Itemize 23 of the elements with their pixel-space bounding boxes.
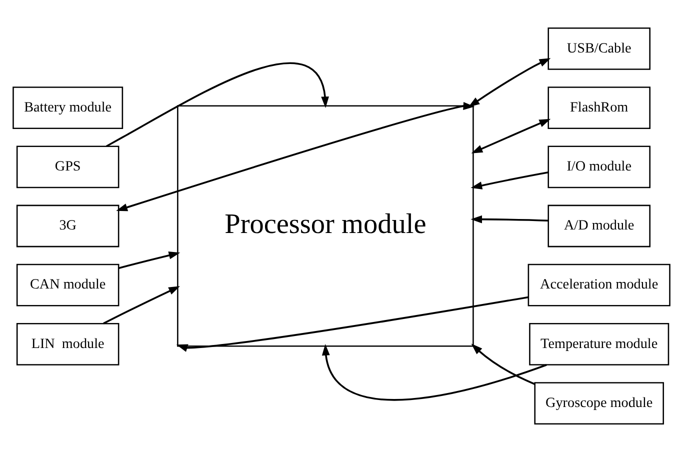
node-box: GPS [16, 146, 120, 188]
arrow [468, 58, 551, 108]
node-box: FlashRom [548, 86, 650, 129]
arrow [471, 344, 536, 385]
arrow [470, 215, 548, 224]
arrow [118, 251, 180, 269]
node-box: 3G [16, 204, 120, 248]
node-box: Acceleration module [528, 264, 670, 306]
arrow [471, 118, 551, 154]
node-box: Temperature module [529, 323, 670, 366]
arrow [470, 171, 548, 190]
arrow [116, 102, 475, 212]
node-box: Processor module [177, 105, 474, 347]
node-box: USB/Cable [548, 28, 650, 70]
arrow [103, 286, 180, 324]
node-box: Gyroscope module [534, 382, 664, 424]
arrow [176, 296, 528, 352]
node-box: LIN module [16, 323, 120, 366]
node-box: CAN module [16, 264, 120, 306]
arrow [106, 62, 330, 148]
node-box: I/O module [548, 146, 650, 188]
node-box: Battery module [12, 86, 124, 129]
node-box: A/D module [548, 204, 650, 248]
